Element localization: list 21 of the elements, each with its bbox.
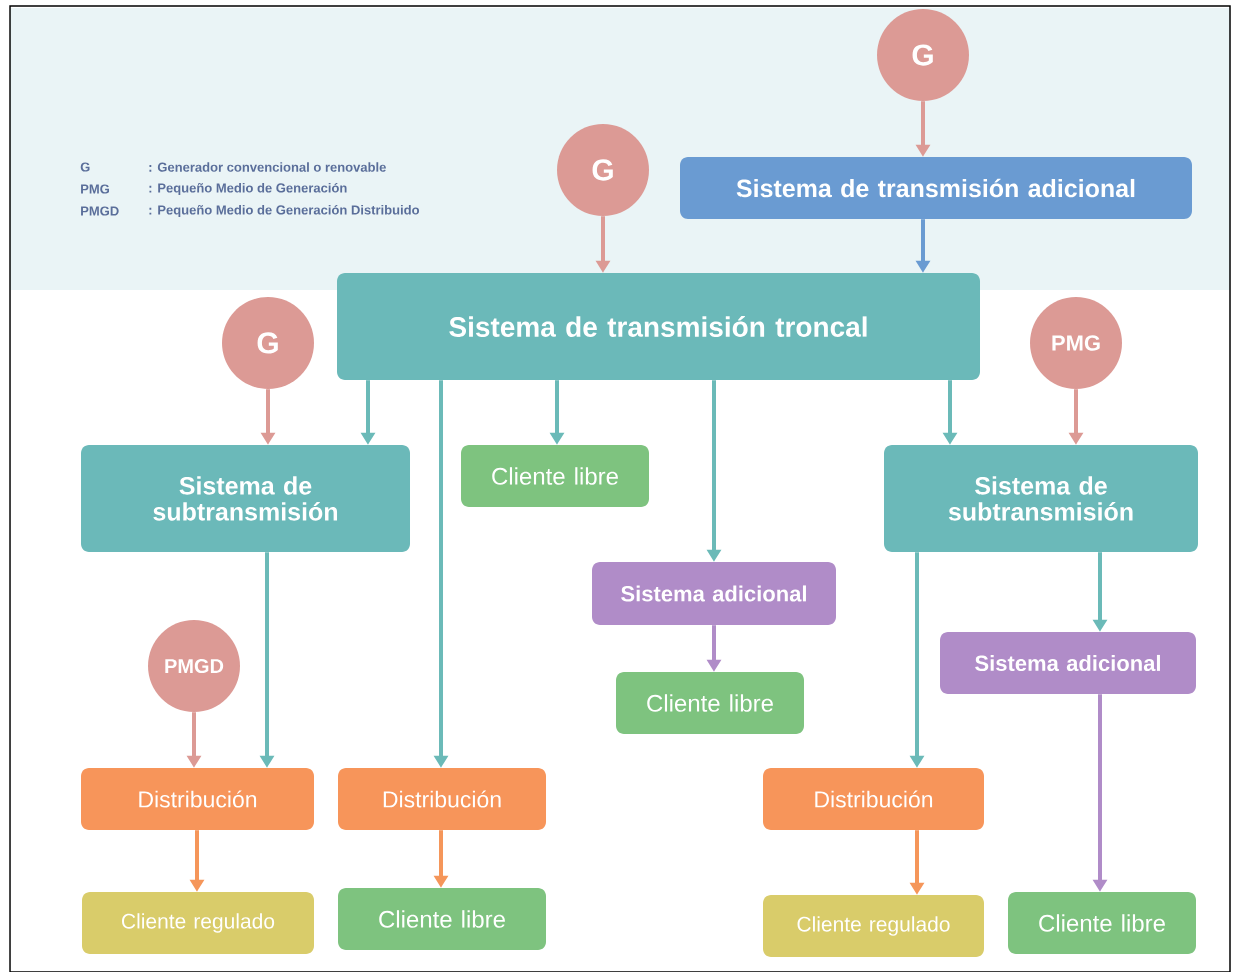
client-box: Cliente libre [461, 445, 649, 507]
legend-text: : Pequeño Medio de Generación [149, 182, 347, 196]
system-box: Sistema adicional [592, 562, 836, 625]
legend-text: PMGD [81, 206, 119, 216]
distribution-box: Distribución [338, 768, 546, 830]
transmission-box: Sistema de subtransmisión [884, 445, 1198, 552]
legend-text: PMG [81, 184, 109, 194]
transmission-box: Sistema de transmisión adicional [680, 157, 1192, 219]
client-box: Cliente libre [616, 672, 804, 734]
client-box: Cliente libre [338, 888, 546, 950]
client-box: Cliente libre [1008, 892, 1196, 954]
transmission-box: Sistema de subtransmisión [81, 445, 410, 552]
client-box: Cliente regulado [763, 895, 984, 957]
transmission-box: Sistema de transmisión troncal [337, 273, 980, 380]
legend-text: : Generador convencional o renovable [149, 162, 386, 172]
legend-text: G [80, 162, 90, 172]
distribution-box: Distribución [81, 768, 314, 830]
legend-text: : Pequeño Medio de Generación Distribuido [149, 204, 420, 218]
client-box: Cliente regulado [82, 892, 314, 954]
distribution-box: Distribución [763, 768, 984, 830]
system-box: Sistema adicional [940, 632, 1196, 694]
